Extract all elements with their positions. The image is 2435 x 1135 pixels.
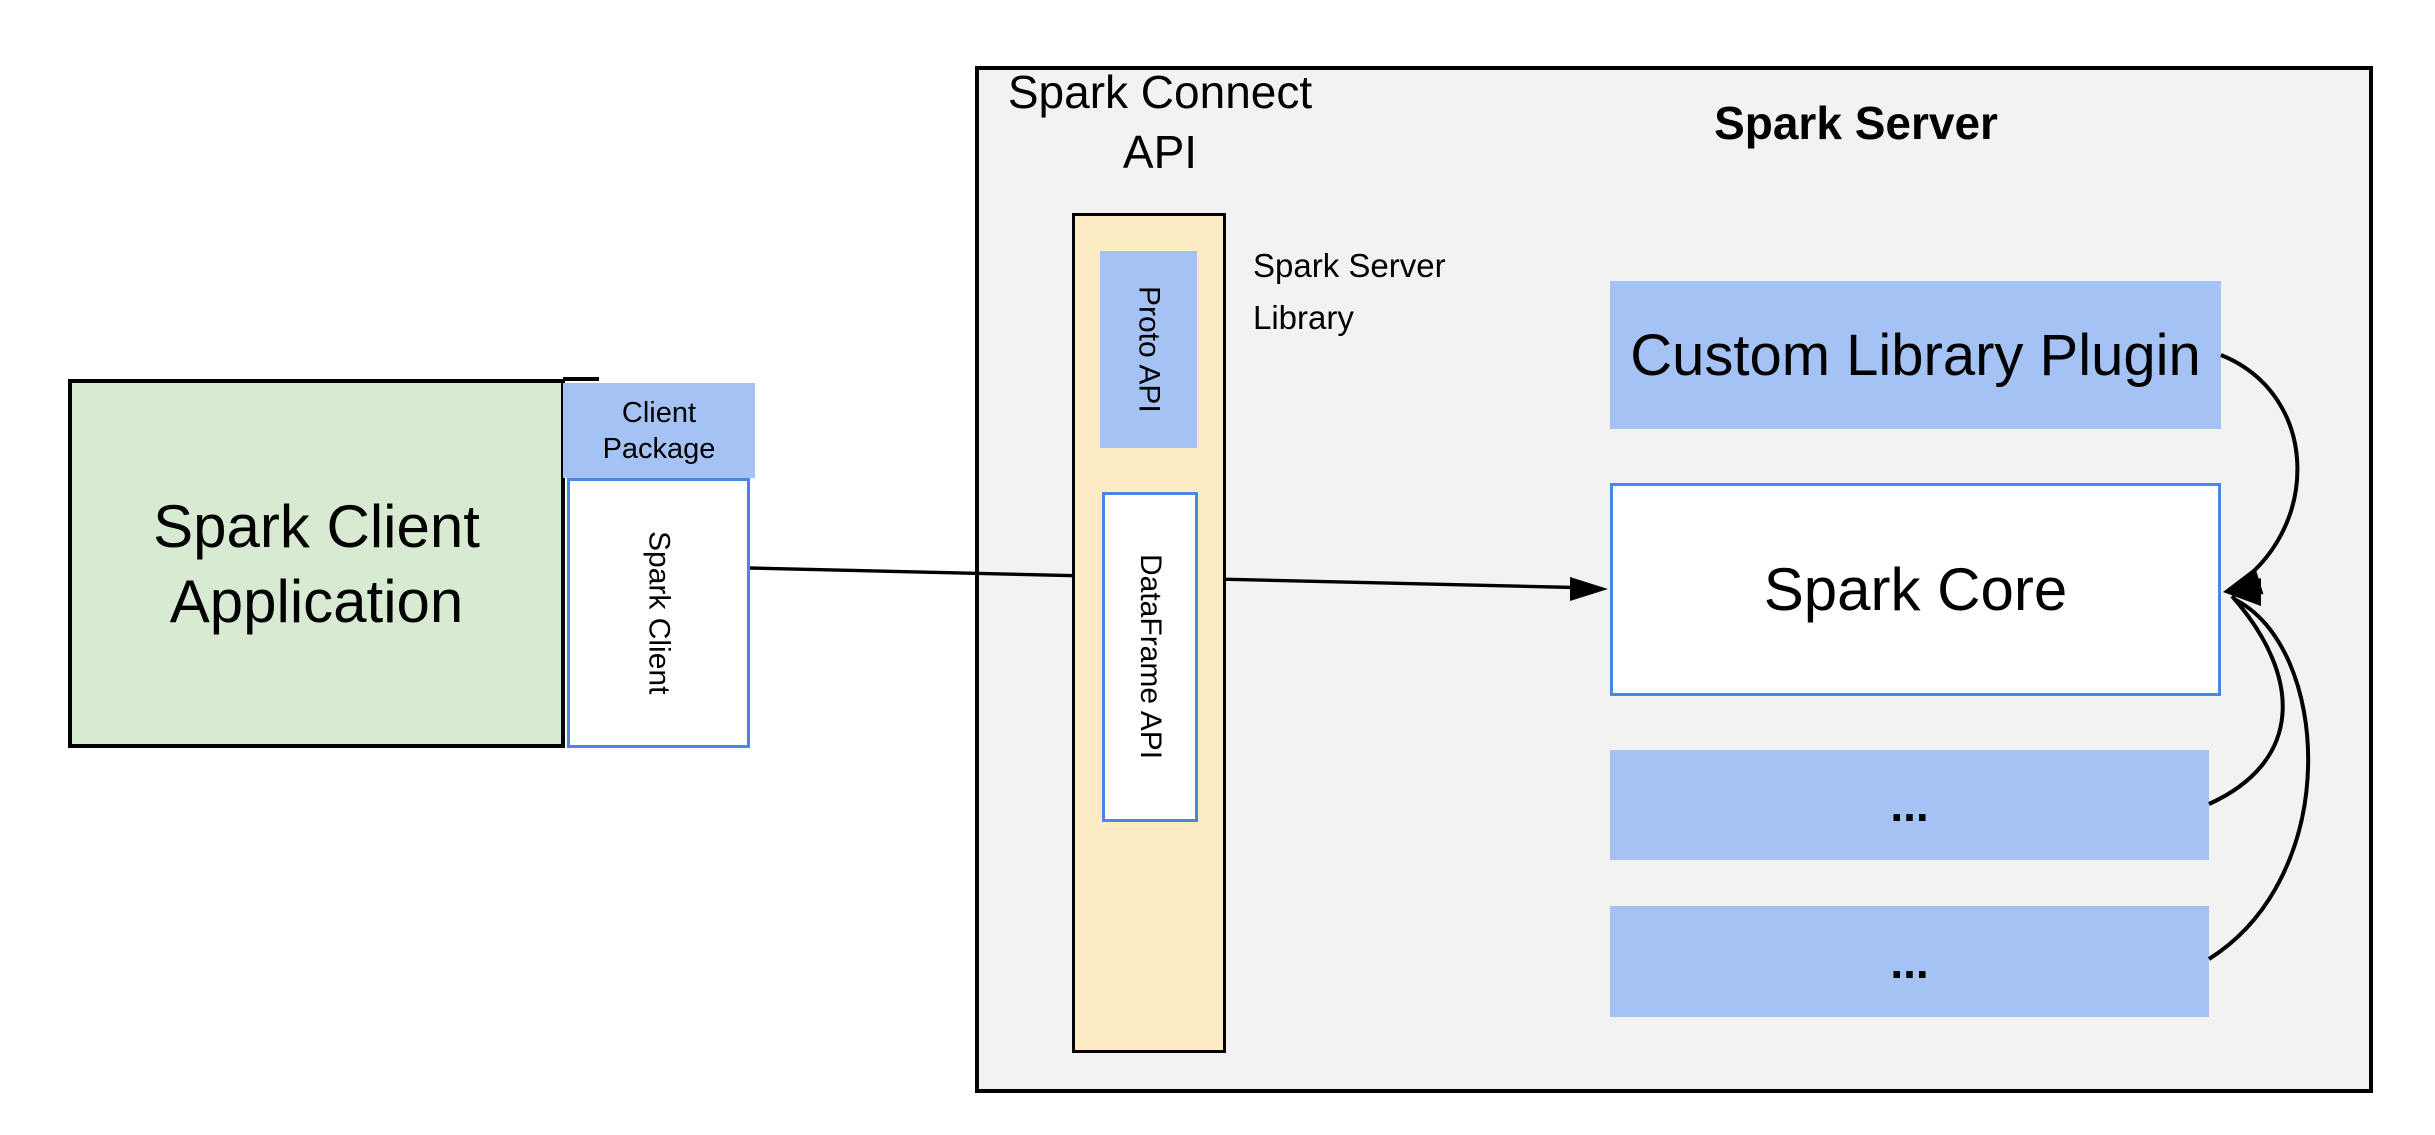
- custom-library-plugin-label: Custom Library Plugin: [1630, 322, 2201, 388]
- spark-client-application-label-line2: Application: [169, 567, 464, 635]
- custom-library-plugin-box: Custom Library Plugin: [1610, 281, 2221, 429]
- spark-client-application-label-line1: Spark Client: [153, 492, 480, 560]
- curve-box1-to-core: [2208, 594, 2285, 806]
- spark-connect-api-label: Spark Connect API: [960, 62, 1360, 182]
- dataframe-api-box: DataFrame API: [1102, 492, 1198, 822]
- client-package-label-line1: Client: [621, 396, 697, 429]
- proto-api-box: Proto API: [1100, 251, 1197, 448]
- dataframe-api-vertical-label: DataFrame API: [1134, 554, 1167, 760]
- client-package-label: Client Package: [603, 395, 716, 467]
- arrowhead-into-spark-core-right-2: [2223, 567, 2264, 595]
- spark-client-application-box: Spark Client Application: [68, 379, 565, 748]
- spark-connect-api-label-line2: API: [1122, 126, 1198, 178]
- other-plugin-box-2-label: ...: [1890, 935, 1929, 988]
- other-plugin-box-1-label: ...: [1890, 779, 1929, 831]
- client-package-label-line2: Package: [602, 432, 716, 465]
- spark-server-library-label-line1: Spark Server: [1253, 247, 1446, 284]
- other-plugin-box-2: ...: [1610, 906, 2209, 1017]
- other-plugin-box-1: ...: [1610, 750, 2209, 860]
- spark-core-box: Spark Core: [1610, 483, 2221, 696]
- spark-client-vertical-label: Spark Client: [642, 531, 676, 695]
- spark-core-label: Spark Core: [1763, 556, 2068, 623]
- spark-server-library-label: Spark Server Library: [1253, 240, 1573, 344]
- curve-box2-to-core: [2207, 597, 2311, 961]
- spark-client-application-label: Spark Client Application: [153, 489, 480, 639]
- arrowhead-into-spark-core-left: [1570, 577, 1608, 601]
- spark-server-title: Spark Server: [1714, 97, 1998, 149]
- green-box-border-stub: [563, 377, 599, 381]
- client-package-box: Client Package: [563, 383, 755, 478]
- spark-connect-api-label-line1: Spark Connect: [1007, 66, 1313, 118]
- curve-plugin-to-core: [2220, 353, 2300, 590]
- spark-client-box: Spark Client: [567, 478, 750, 748]
- spark-server-library-label-line2: Library: [1253, 299, 1354, 336]
- proto-api-vertical-label: Proto API: [1132, 286, 1166, 413]
